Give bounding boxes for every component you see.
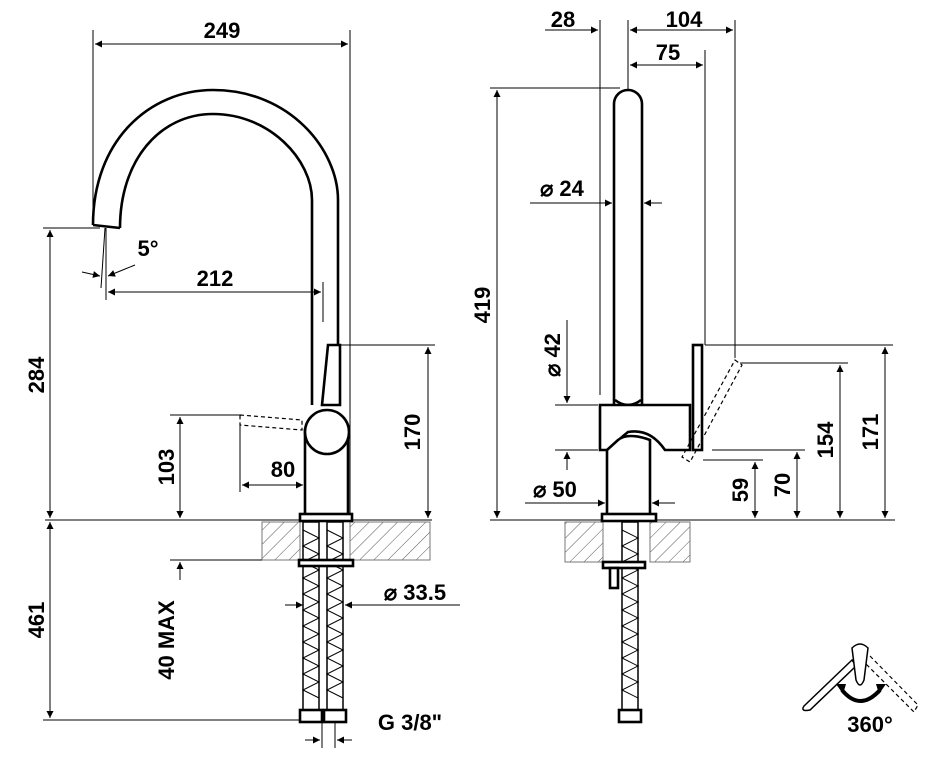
counter-section-right	[349, 521, 431, 561]
dim-overall-width: 249	[204, 18, 241, 43]
dim-70: 70	[770, 473, 795, 497]
lever-side	[691, 343, 704, 452]
dim-tube-diameter: ⌀ 24	[540, 176, 585, 201]
tube	[612, 88, 644, 405]
lever-alt-position-side	[681, 359, 743, 463]
dim-spout-reach: 212	[197, 266, 234, 291]
spout-tip	[92, 223, 121, 230]
lever-alt-position	[239, 414, 303, 431]
dim-lever-height: 170	[400, 414, 425, 451]
dim-counter-thickness: 40 MAX	[154, 600, 179, 680]
base-plate	[298, 512, 354, 523]
dim-below-counter: 461	[24, 602, 49, 639]
dim-depth: 104	[666, 7, 703, 32]
dim-spout-height: 284	[24, 356, 49, 393]
dim-connection: G 3/8"	[378, 710, 442, 735]
hoses	[297, 521, 355, 724]
spout-inner	[118, 112, 314, 405]
spout-outer	[91, 88, 340, 345]
lever	[320, 343, 342, 407]
dim-total-height: 419	[470, 287, 495, 324]
lever-knob	[303, 408, 351, 456]
hose-side	[601, 521, 647, 724]
side-view: 28 104 75 419 ⌀ 24 ⌀ 42 ⌀ 50 59 70 154 1	[470, 7, 895, 724]
base-plate-side	[600, 512, 658, 523]
dim-154: 154	[813, 421, 838, 458]
rotation-label: 360°	[847, 712, 893, 737]
neck	[605, 434, 652, 517]
dim-body-height: 103	[154, 449, 179, 486]
dim-hole-diameter: ⌀ 33.5	[384, 580, 446, 605]
dim-body-diameter: ⌀ 42	[540, 333, 565, 377]
dim-171: 171	[858, 414, 883, 451]
rotation-360-icon: 360°	[802, 643, 919, 737]
front-view: 249 5° 212 284 170 103 80 461	[24, 18, 460, 748]
dim-base-diameter: ⌀ 50	[533, 477, 577, 502]
counter-section-left-side	[564, 521, 604, 563]
dim-lever-reach: 80	[271, 457, 295, 482]
dim-spout-angle: 5°	[137, 236, 158, 261]
dim-59: 59	[728, 478, 753, 502]
counter-section-left	[261, 521, 301, 561]
counter-section-right-side	[649, 521, 691, 563]
dim-lever-depth: 75	[656, 40, 680, 65]
dim-offset: 28	[551, 7, 575, 32]
